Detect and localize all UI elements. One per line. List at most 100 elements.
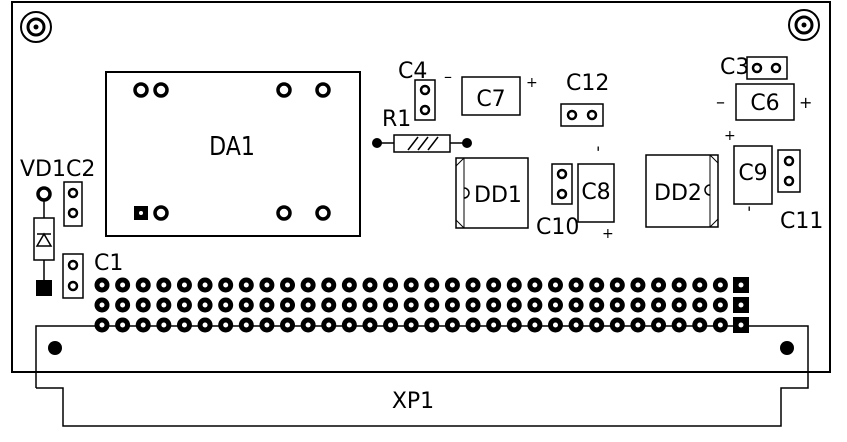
xp1-pin-hole	[264, 322, 270, 328]
xp1-pin-hole	[676, 282, 682, 288]
xp1-pin-hole	[243, 302, 249, 308]
xp1-pin-hole	[656, 302, 662, 308]
board-outline	[11, 1, 831, 373]
xp1-pin-hole	[717, 302, 723, 308]
xp1-pin-hole	[181, 282, 187, 288]
xp1-pin-hole	[367, 282, 373, 288]
da1-pad	[153, 82, 169, 98]
vd1-label: VD1	[20, 157, 66, 182]
dd2-chip: DD2	[645, 154, 719, 228]
vd1-diode: VD1	[20, 157, 66, 296]
xp1-pin-hole	[470, 322, 476, 328]
xp1-pin-hole	[697, 302, 703, 308]
xp1-pin-hole	[346, 322, 352, 328]
xp1-pin-hole	[429, 282, 435, 288]
c3-label: C3	[720, 55, 749, 80]
xp1-pin-hole	[532, 302, 538, 308]
xp1-pin-hole	[99, 322, 105, 328]
xp1-pin-hole	[264, 302, 270, 308]
xp1-pin-hole	[738, 302, 744, 308]
xp1-pin-hole	[305, 322, 311, 328]
xp1-pin-hole	[140, 282, 146, 288]
da1-pad	[153, 205, 169, 221]
xp1-pin-hole	[223, 322, 229, 328]
c1-label: C1	[94, 251, 123, 276]
c7-plus: +	[526, 75, 538, 91]
c8-capacitor: ' C8 +	[577, 143, 615, 242]
xp1-pin-hole	[470, 302, 476, 308]
xp1-pin-hole	[408, 282, 414, 288]
xp1-pin-hole	[285, 322, 291, 328]
xp1-pin-hole	[99, 302, 105, 308]
dd1-chip: DD1	[455, 157, 529, 229]
xp1-pin-hole	[202, 322, 208, 328]
xp1-pin-hole	[202, 282, 208, 288]
xp1-pin-hole	[594, 282, 600, 288]
xp1-pin-hole	[202, 302, 208, 308]
xp1-pin-hole	[346, 282, 352, 288]
c6-capacitor: – C6 +	[716, 83, 812, 121]
xp1-pin-hole	[635, 302, 641, 308]
r1-label: R1	[382, 107, 411, 132]
xp1-pin-hole	[120, 322, 126, 328]
xp1-pin-hole	[594, 302, 600, 308]
xp1-pin-hole	[573, 282, 579, 288]
xp1-pin-hole	[367, 322, 373, 328]
xp1-pin-hole	[140, 302, 146, 308]
xp1-pin-hole	[388, 302, 394, 308]
xp1-pin-hole	[511, 302, 517, 308]
xp1-pin-hole	[511, 322, 517, 328]
da1-label: DA1	[209, 131, 255, 161]
xp1-pin-hole	[614, 302, 620, 308]
c6-plus: +	[799, 93, 812, 112]
xp1-pin-hole	[120, 282, 126, 288]
xp1-pin-hole	[635, 282, 641, 288]
xp1-pin-hole	[326, 282, 332, 288]
xp1-pin-hole	[614, 322, 620, 328]
xp1-pin-hole	[161, 322, 167, 328]
xp1-pin-hole	[594, 322, 600, 328]
c9-tick: '	[747, 203, 751, 222]
xp1-pin-hole	[738, 322, 744, 328]
c9-plus: +	[724, 128, 736, 144]
xp1-pin-hole	[738, 282, 744, 288]
xp1-pin-hole	[388, 322, 394, 328]
xp1-pin-hole	[552, 322, 558, 328]
xp1-pin-hole	[491, 302, 497, 308]
c12-label: C12	[566, 71, 609, 96]
c11-capacitor: C11	[777, 149, 823, 234]
da1-pad	[315, 205, 331, 221]
xp1-pin-array	[94, 277, 749, 333]
xp1-pin-hole	[429, 302, 435, 308]
da1-pad	[315, 82, 331, 98]
xp1-pin-hole	[470, 282, 476, 288]
xp1-pin-hole	[491, 322, 497, 328]
xp1-pin-hole	[99, 282, 105, 288]
xp1-pin-hole	[717, 282, 723, 288]
xp1-pin-hole	[676, 302, 682, 308]
xp1-pin-hole	[408, 302, 414, 308]
r1-resistor: R1	[372, 107, 472, 153]
xp1-pin-hole	[285, 282, 291, 288]
c6-label: C6	[750, 91, 779, 116]
xp1-pin-hole	[697, 282, 703, 288]
da1-module: DA1	[105, 71, 361, 237]
c7-minus: –	[444, 67, 452, 86]
xp1-pin-hole	[408, 322, 414, 328]
xp1-pin-hole	[532, 322, 538, 328]
c9-label: C9	[738, 161, 767, 186]
c4-capacitor: C4	[398, 59, 436, 121]
xp1-pin-hole	[697, 322, 703, 328]
c7-label: C7	[476, 87, 505, 112]
xp1-pin-hole	[346, 302, 352, 308]
c3-capacitor: C3	[720, 55, 788, 80]
xp1-pin-hole	[449, 322, 455, 328]
xp1-pin-hole	[326, 302, 332, 308]
xp1-pin-hole	[388, 282, 394, 288]
c9-capacitor: + C9 '	[724, 128, 773, 222]
xp1-pin-hole	[656, 322, 662, 328]
c6-minus: –	[716, 92, 725, 113]
xp1-pin-hole	[264, 282, 270, 288]
xp1-pin-hole	[223, 282, 229, 288]
xp1-pin-hole	[573, 302, 579, 308]
